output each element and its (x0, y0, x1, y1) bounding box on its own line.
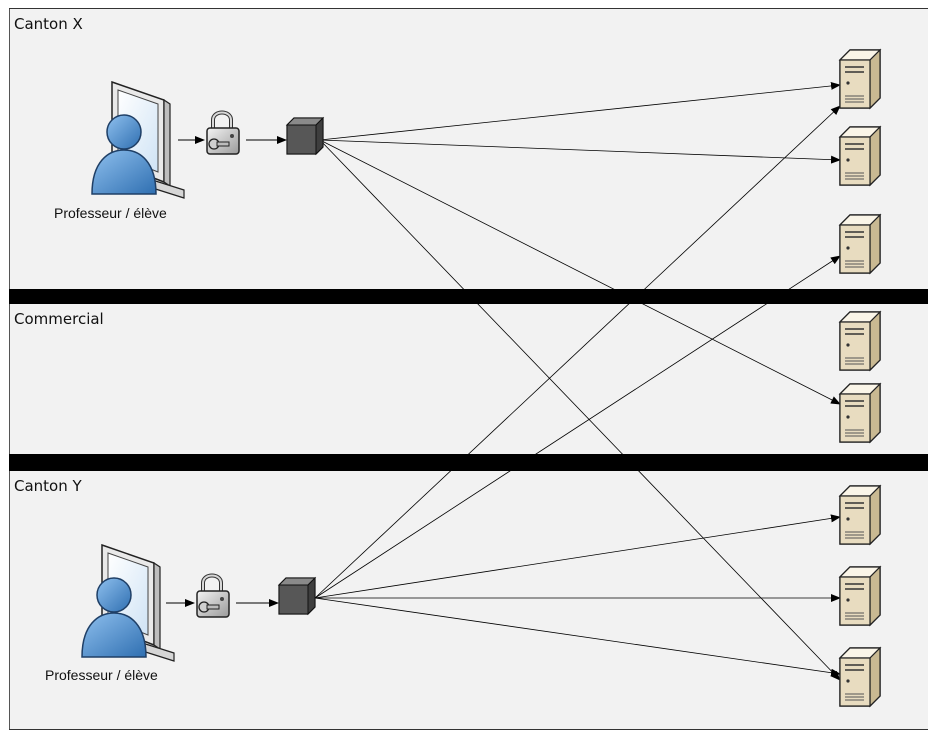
gateway-cube-icon-canton-y (278, 577, 316, 615)
padlock-icon-canton-x (205, 110, 241, 156)
zone-title-canton-x: Canton X (14, 15, 83, 33)
diagram-top-border (9, 8, 928, 9)
link-y-to-server-1 (314, 105, 841, 599)
user-label-canton-x: Professeur / élève (54, 205, 167, 221)
server-icon-8 (839, 647, 881, 707)
diagram-bottom-border (9, 729, 928, 730)
server-icon-4 (839, 311, 881, 371)
server-icon-3 (839, 214, 881, 274)
link-x-to-server-1 (319, 81, 841, 141)
padlock-icon-canton-y (195, 573, 231, 619)
server-icon-1 (839, 49, 881, 109)
link-y-to-server-8 (314, 597, 841, 677)
user-computer-icon-canton-x (91, 81, 185, 199)
link-x-to-server-8 (319, 139, 841, 681)
link-y-to-server-3 (314, 255, 841, 599)
server-icon-6 (839, 485, 881, 545)
zone-commercial: Commercial (9, 304, 928, 454)
server-icon-5 (839, 383, 881, 443)
link-x-to-server-2 (319, 139, 841, 164)
zone-title-canton-y: Canton Y (14, 477, 82, 495)
zone-canton-y: Canton Y (9, 471, 928, 729)
user-label-canton-y: Professeur / élève (45, 667, 158, 683)
user-computer-icon-canton-y (81, 544, 175, 662)
link-x-to-server-5 (319, 139, 841, 405)
server-icon-2 (839, 126, 881, 186)
zone-title-commercial: Commercial (14, 310, 104, 328)
server-icon-7 (839, 566, 881, 626)
link-y-to-server-6 (314, 514, 841, 599)
zone-divider-top (9, 289, 928, 304)
gateway-cube-icon-canton-x (286, 117, 324, 155)
zone-divider-bottom (9, 454, 928, 471)
